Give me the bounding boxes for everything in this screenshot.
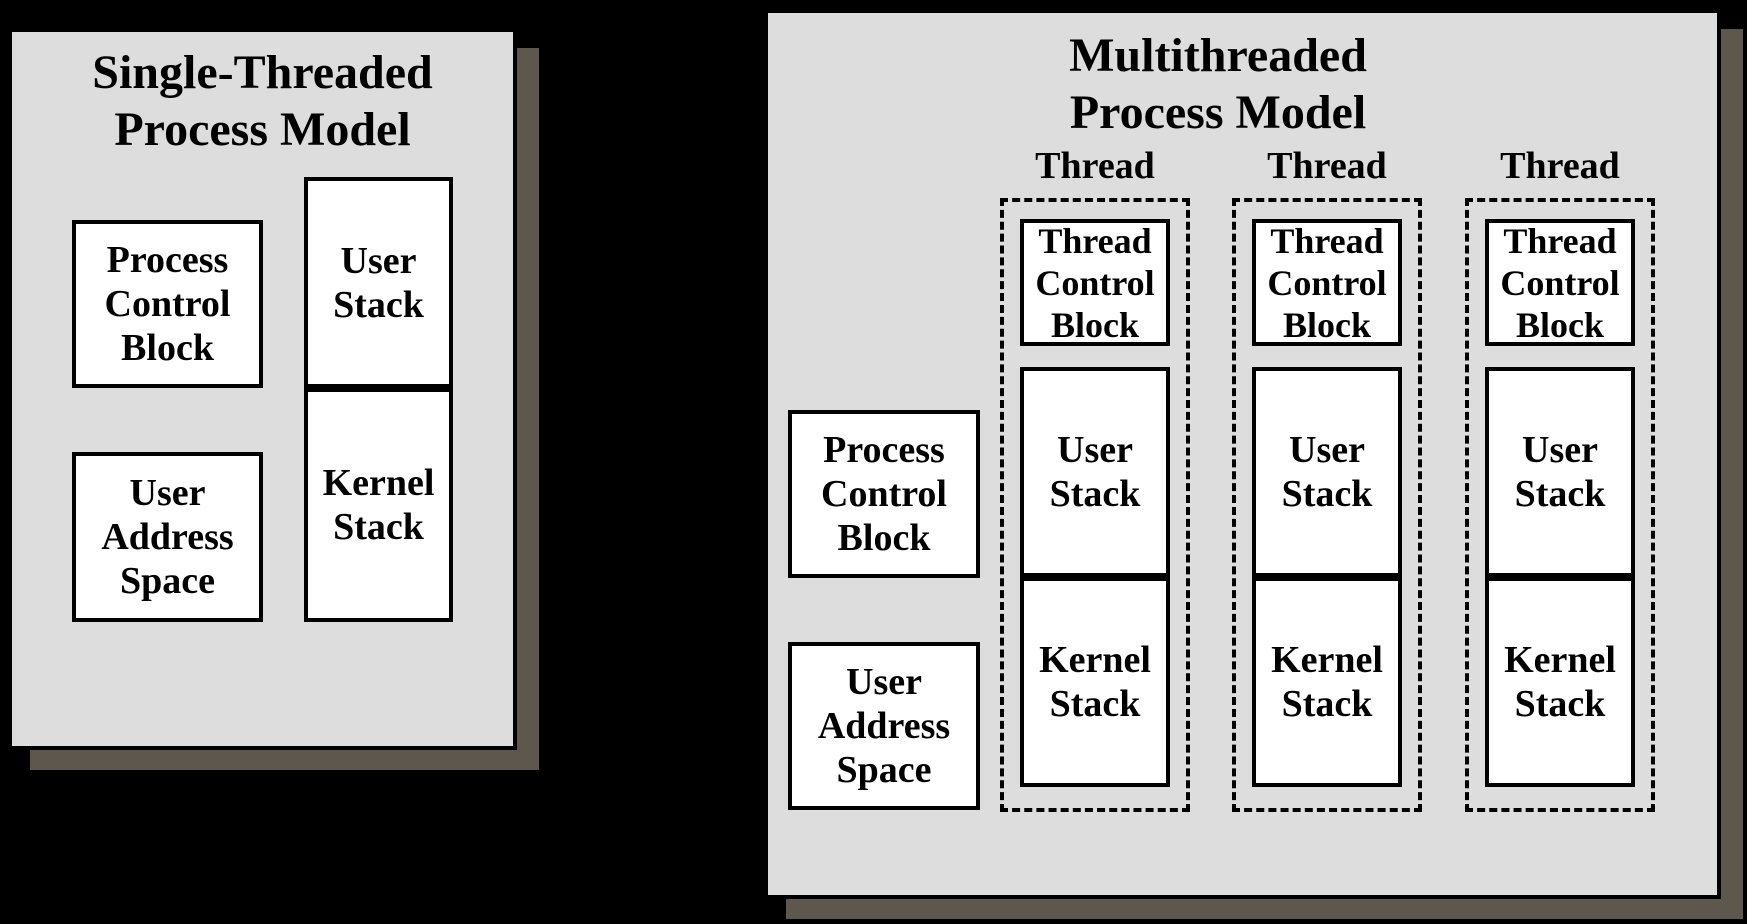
single-threaded-title: Single-Threaded Process Model (92, 46, 433, 156)
kernel-stack-box: Kernel Stack (1485, 577, 1635, 787)
user-stack-box: User Stack (1485, 367, 1635, 577)
process-control-block-box: Process Control Block (788, 410, 980, 578)
kernel-stack-box: Kernel Stack (1252, 577, 1402, 787)
thread-group: Thread Control Block User Stack Kernel S… (1000, 198, 1190, 812)
thread-control-block-box: Thread Control Block (1252, 219, 1402, 346)
user-address-space-box: User Address Space (72, 452, 263, 622)
user-stack-box: User Stack (1020, 367, 1170, 577)
thread-group: Thread Control Block User Stack Kernel S… (1465, 198, 1655, 812)
user-stack-box: User Stack (1252, 367, 1402, 577)
thread-group: Thread Control Block User Stack Kernel S… (1232, 198, 1422, 812)
single-threaded-panel: Single-Threaded Process Model Process Co… (8, 28, 517, 750)
process-control-block-box: Process Control Block (72, 220, 263, 388)
multithreaded-title: Multithreaded Process Model (1069, 29, 1367, 139)
user-stack-box: User Stack (304, 177, 453, 388)
thread-label: Thread (1267, 145, 1387, 187)
kernel-stack-box: Kernel Stack (304, 388, 453, 622)
multithreaded-panel: Multithreaded Process Model Process Cont… (764, 9, 1721, 899)
thread-label: Thread (1035, 145, 1155, 187)
thread-control-block-box: Thread Control Block (1020, 219, 1170, 346)
thread-control-block-box: Thread Control Block (1485, 219, 1635, 346)
thread-label: Thread (1500, 145, 1620, 187)
user-address-space-box: User Address Space (788, 642, 980, 810)
kernel-stack-box: Kernel Stack (1020, 577, 1170, 787)
